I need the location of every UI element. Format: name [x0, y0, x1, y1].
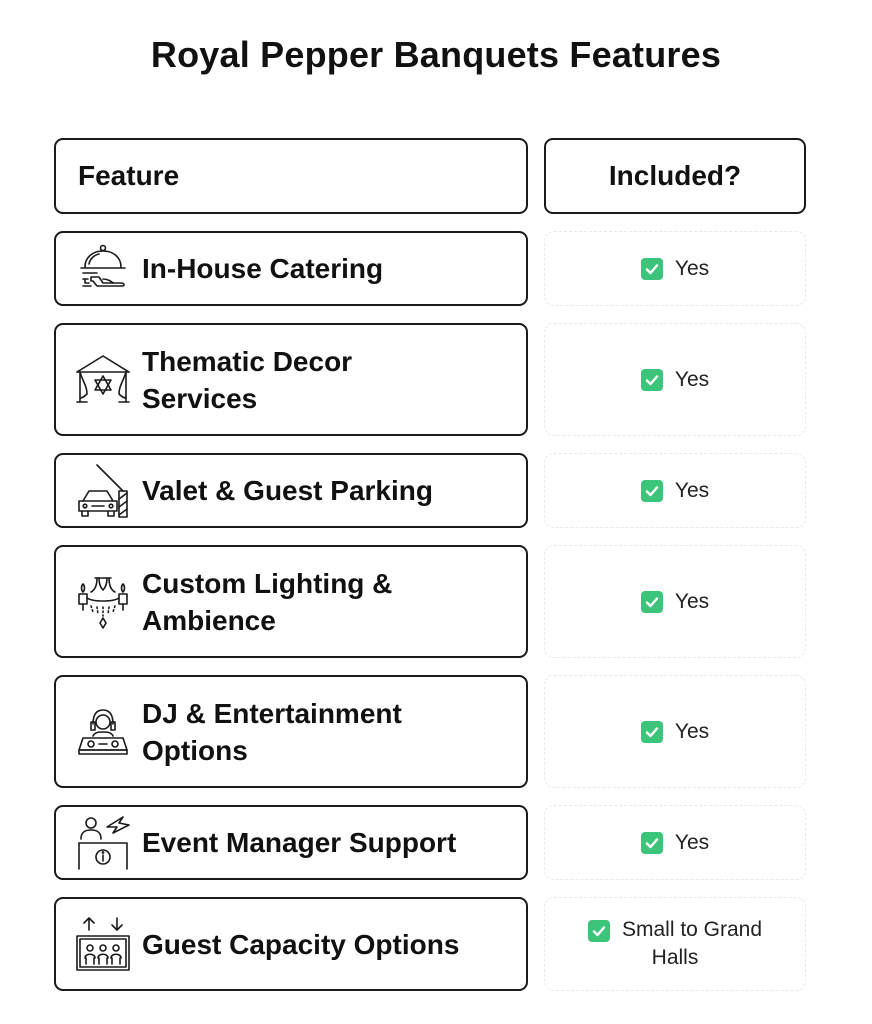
header-included: Included? [544, 138, 806, 214]
included-value: Yes [674, 719, 710, 743]
included-cell: Yes [544, 323, 806, 436]
header-included-label: Included? [608, 160, 742, 191]
car-barrier-icon [72, 460, 134, 522]
included-value: Yes [674, 367, 710, 391]
feature-label: Thematic Decor Services [142, 345, 353, 414]
included-value: Yes [674, 589, 710, 613]
feature-label: Custom Lighting & Ambience [142, 567, 393, 636]
feature-row-parking: Valet & Guest Parking [54, 453, 528, 528]
included-cell: Yes [544, 545, 806, 658]
included-cell: Yes [544, 453, 806, 528]
event-manager-icon [72, 812, 134, 874]
feature-row-manager: Event Manager Support [54, 805, 528, 880]
feature-row-catering: In-House Catering [54, 231, 528, 306]
included-value: Yes [674, 478, 710, 502]
included-cell: Small to Grand Halls [544, 897, 806, 991]
check-icon [640, 479, 663, 502]
check-icon [640, 257, 663, 280]
cloche-icon [72, 238, 134, 300]
header-feature: Feature [54, 138, 528, 214]
feature-row-dj: DJ & Entertainment Options [54, 675, 528, 788]
included-cell: Yes [544, 231, 806, 306]
check-icon [640, 368, 663, 391]
included-value: Yes [674, 830, 710, 854]
dj-console-icon [72, 701, 134, 763]
check-icon [640, 720, 663, 743]
header-feature-label: Feature [78, 160, 180, 191]
check-icon [640, 831, 663, 854]
feature-label: Guest Capacity Options [142, 928, 460, 960]
page-title: Royal Pepper Banquets Features [150, 34, 722, 75]
included-cell: Yes [544, 805, 806, 880]
feature-row-lighting: Custom Lighting & Ambience [54, 545, 528, 658]
included-value: Small to Grand Halls [621, 918, 763, 969]
check-icon [587, 920, 610, 942]
included-value: Yes [674, 256, 710, 280]
chandelier-icon [72, 571, 134, 633]
feature-label: Valet & Guest Parking [142, 475, 433, 506]
feature-label: Event Manager Support [142, 827, 457, 858]
guest-capacity-icon [72, 913, 134, 975]
feature-row-decor: Thematic Decor Services [54, 323, 528, 436]
tent-decor-icon [72, 349, 134, 411]
feature-label: In-House Catering [142, 253, 384, 284]
check-icon [640, 590, 663, 613]
feature-row-capacity: Guest Capacity Options [54, 897, 528, 991]
included-cell: Yes [544, 675, 806, 788]
feature-label: DJ & Entertainment Options [142, 697, 402, 766]
